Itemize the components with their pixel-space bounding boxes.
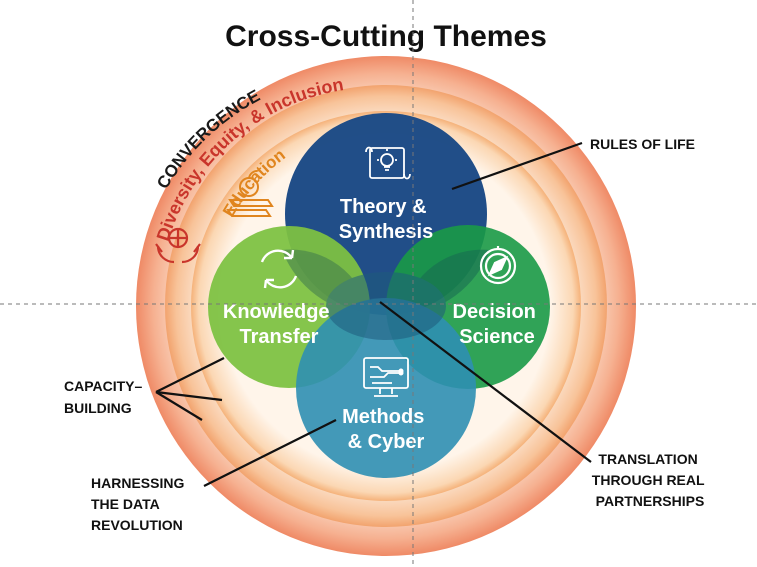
rules-of-life-callout: RULES OF LIFE — [590, 136, 695, 152]
methods-cyber-label: Methods & Cyber — [342, 406, 430, 453]
callout-lines — [155, 141, 592, 487]
computer-network-icon — [363, 357, 409, 397]
apple-books-icon — [226, 170, 274, 217]
hands-globe-icon — [155, 227, 201, 264]
compass-icon — [479, 246, 517, 285]
capacity-building-callout: CAPACITY– BUILDING — [64, 378, 146, 416]
diagram-title: Cross-Cutting Themes — [225, 20, 547, 53]
harnessing-data-callout: HARNESSING THE DATA REVOLUTION — [91, 475, 188, 533]
decision-science-label: Decision Science — [453, 301, 542, 348]
recycle-arrows-icon — [260, 249, 298, 289]
translation-partnerships-callout: TRANSLATION THROUGH REAL PARTNERSHIPS — [592, 451, 708, 509]
lightbulb-scroll-icon — [365, 146, 411, 180]
theory-synthesis-label: Theory & Synthesis — [339, 196, 433, 243]
knowledge-transfer-label: Knowledge Transfer — [223, 301, 335, 348]
